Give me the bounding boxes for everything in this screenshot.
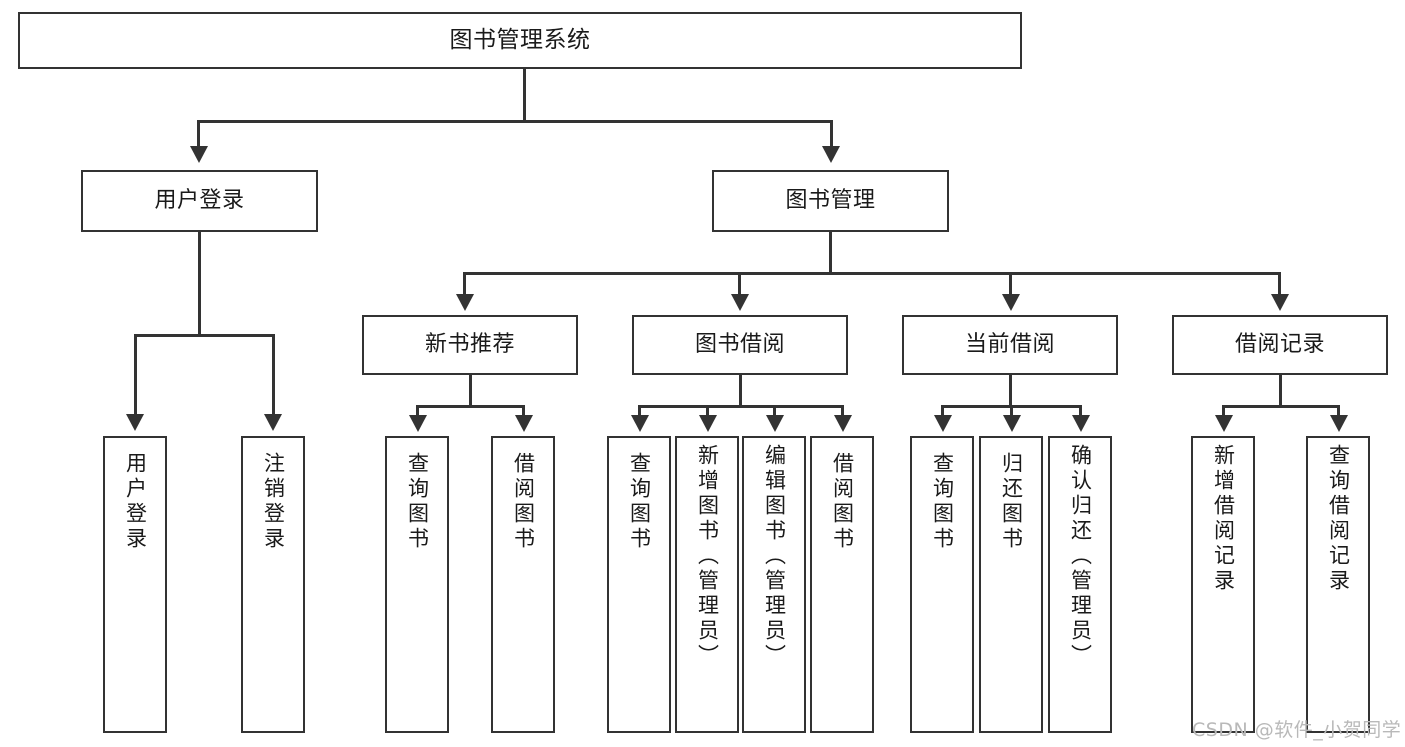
leaf-query-book-1[interactable]: 查询图书 [385, 436, 449, 733]
node-label: 查询图书 [627, 452, 652, 552]
connector-book-borrow-stem [739, 375, 742, 407]
connector-new-book-drop-1 [416, 405, 419, 417]
arrow-to-new-book-recommend [456, 294, 474, 311]
connector-user-login-drop-2 [272, 334, 275, 416]
connector-book-borrow-drop-3 [773, 405, 776, 417]
arrow-to-current-borrow [1002, 294, 1020, 311]
connector-book-borrow-drop-4 [841, 405, 844, 417]
node-label: 编辑图书（管理员） [762, 444, 787, 669]
connector-current-borrow-drop-3 [1079, 405, 1082, 417]
node-label: 用户登录 [123, 452, 148, 552]
leaf-borrow-book-2[interactable]: 借阅图书 [810, 436, 874, 733]
arrow-to-leaf-query-record [1330, 415, 1348, 432]
connector-borrow-record-drop-2 [1337, 405, 1340, 417]
leaf-confirm-return[interactable]: 确认归还（管理员） [1048, 436, 1112, 733]
arrow-to-leaf-query-book-2 [631, 415, 649, 432]
arrow-root-to-book-mgmt [822, 146, 840, 163]
arrow-to-book-borrow [731, 294, 749, 311]
arrow-to-leaf-logout-login [264, 414, 282, 431]
connector-book-borrow-drop-1 [638, 405, 641, 417]
arrow-to-leaf-user-login [126, 414, 144, 431]
connector-current-borrow-drop-1 [941, 405, 944, 417]
node-book-borrow[interactable]: 图书借阅 [632, 315, 848, 375]
arrow-to-leaf-query-book-3 [934, 415, 952, 432]
leaf-return-book[interactable]: 归还图书 [979, 436, 1043, 733]
node-label: 新增借阅记录 [1211, 444, 1236, 594]
connector-user-login-drop-1 [134, 334, 137, 416]
node-label: 确认归还（管理员） [1068, 444, 1093, 669]
leaf-logout-login[interactable]: 注销登录 [241, 436, 305, 733]
arrow-to-leaf-confirm-return [1072, 415, 1090, 432]
leaf-add-book[interactable]: 新增图书（管理员） [675, 436, 739, 733]
watermark-csdn: CSDN @软件_小贺同学 [1192, 719, 1402, 741]
connector-root-to-user-login [197, 120, 200, 148]
node-label: 查询图书 [930, 452, 955, 552]
connector-book-mgmt-drop-3 [1009, 272, 1012, 296]
connector-book-mgmt-drop-1 [463, 272, 466, 296]
node-label: 当前借阅 [964, 331, 1055, 357]
connector-new-book-drop-2 [522, 405, 525, 417]
arrow-to-leaf-add-book [699, 415, 717, 432]
node-user-login[interactable]: 用户登录 [81, 170, 318, 232]
node-label: 图书借阅 [694, 331, 785, 357]
connector-new-book-stem [469, 375, 472, 407]
node-label: 图书管理系统 [449, 26, 591, 53]
node-label: 借阅记录 [1234, 331, 1325, 357]
connector-new-book-bar [416, 405, 524, 408]
node-label: 注销登录 [261, 452, 286, 552]
node-current-borrow[interactable]: 当前借阅 [902, 315, 1118, 375]
leaf-query-book-2[interactable]: 查询图书 [607, 436, 671, 733]
connector-book-mgmt-drop-2 [738, 272, 741, 296]
connector-borrow-record-drop-1 [1222, 405, 1225, 417]
arrow-root-to-user-login [190, 146, 208, 163]
leaf-query-book-3[interactable]: 查询图书 [910, 436, 974, 733]
leaf-borrow-book-1[interactable]: 借阅图书 [491, 436, 555, 733]
arrow-to-leaf-borrow-book-2 [834, 415, 852, 432]
leaf-query-record[interactable]: 查询借阅记录 [1306, 436, 1370, 733]
connector-book-mgmt-drop-4 [1278, 272, 1281, 296]
node-label: 新增图书（管理员） [695, 444, 720, 669]
arrow-to-leaf-edit-book [766, 415, 784, 432]
node-new-book-recommend[interactable]: 新书推荐 [362, 315, 578, 375]
arrow-to-leaf-add-record [1215, 415, 1233, 432]
node-label: 查询借阅记录 [1326, 444, 1351, 594]
connector-user-login-stem [198, 232, 201, 336]
connector-borrow-record-stem [1279, 375, 1282, 407]
leaf-add-record[interactable]: 新增借阅记录 [1191, 436, 1255, 733]
connector-current-borrow-drop-2 [1010, 405, 1013, 417]
arrow-to-leaf-query-book-1 [409, 415, 427, 432]
arrow-to-leaf-return-book [1003, 415, 1021, 432]
node-borrow-record[interactable]: 借阅记录 [1172, 315, 1388, 375]
node-label: 查询图书 [405, 452, 430, 552]
connector-root-to-book-mgmt [830, 120, 833, 148]
connector-root-stem [523, 69, 526, 122]
leaf-edit-book[interactable]: 编辑图书（管理员） [742, 436, 806, 733]
connector-root-bar [197, 120, 832, 123]
connector-book-mgmt-stem [829, 232, 832, 274]
connector-book-borrow-drop-2 [706, 405, 709, 417]
node-label: 借阅图书 [511, 452, 536, 552]
connector-book-borrow-bar [638, 405, 844, 408]
node-book-management[interactable]: 图书管理 [712, 170, 949, 232]
node-label: 新书推荐 [424, 331, 515, 357]
node-label: 用户登录 [154, 187, 245, 213]
arrow-to-leaf-borrow-book-1 [515, 415, 533, 432]
node-label: 图书管理 [785, 187, 876, 213]
leaf-user-login[interactable]: 用户登录 [103, 436, 167, 733]
node-label: 归还图书 [999, 452, 1024, 552]
connector-user-login-bar [134, 334, 274, 337]
connector-borrow-record-bar [1222, 405, 1339, 408]
connector-book-mgmt-bar [463, 272, 1280, 275]
connector-current-borrow-stem [1009, 375, 1012, 407]
node-root-system[interactable]: 图书管理系统 [18, 12, 1022, 69]
arrow-to-borrow-record [1271, 294, 1289, 311]
node-label: 借阅图书 [830, 452, 855, 552]
